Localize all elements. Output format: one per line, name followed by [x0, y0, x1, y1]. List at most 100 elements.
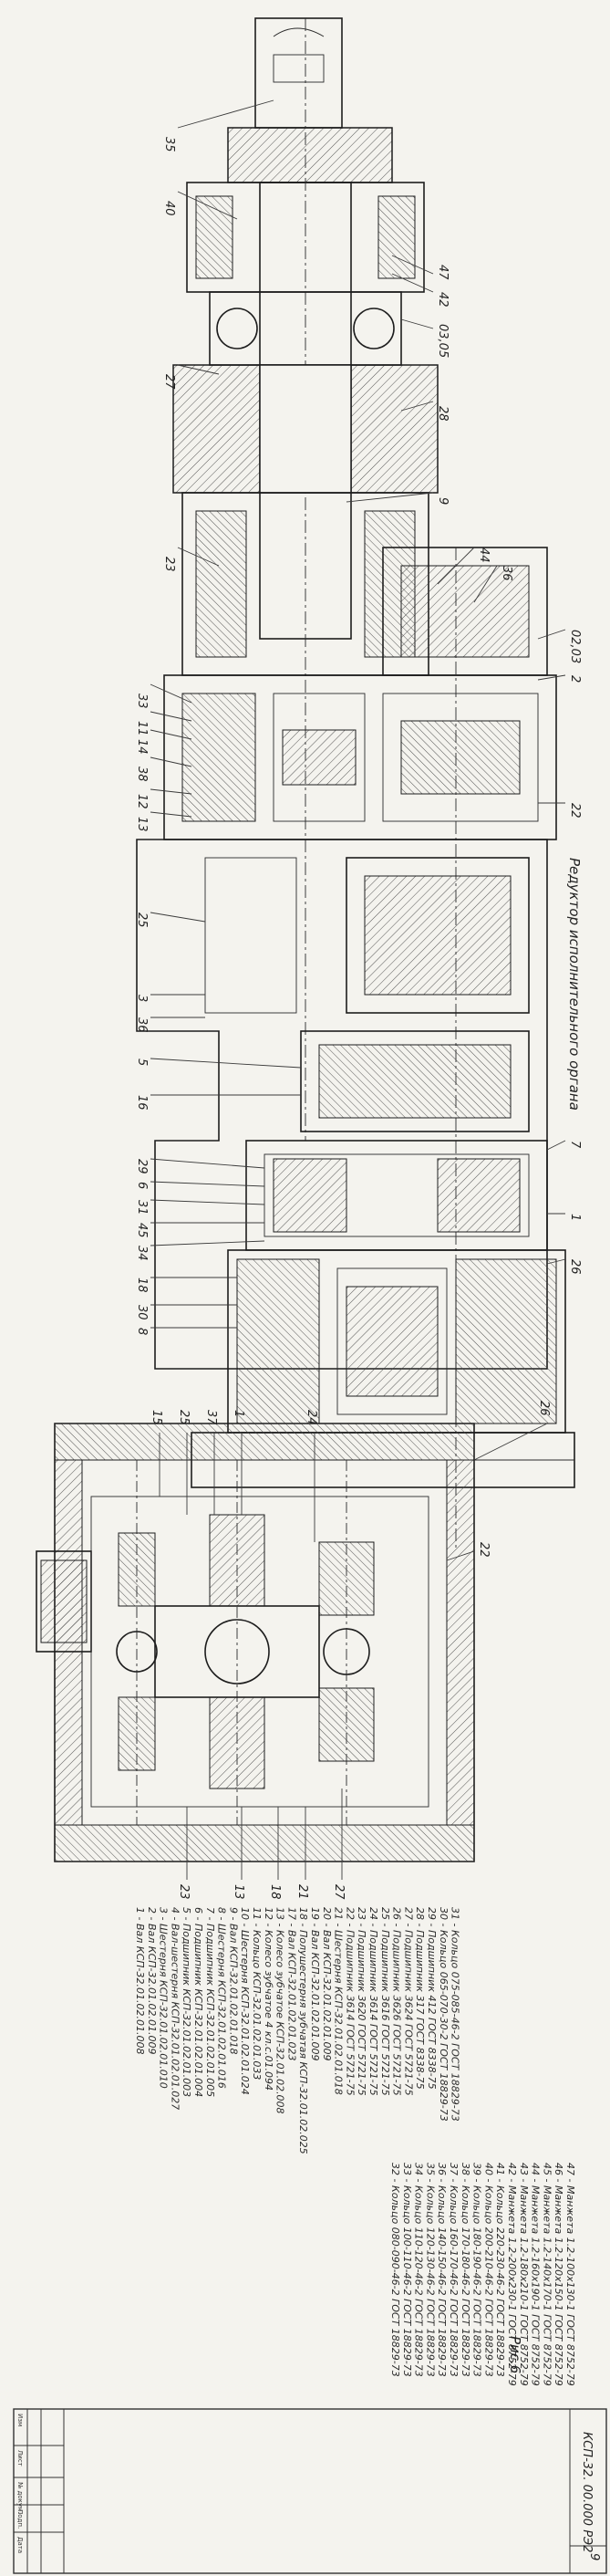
callout-label: 25 [135, 913, 149, 928]
callout: 23 [162, 547, 220, 572]
callout-label: 23 [162, 557, 176, 572]
callout: 40 [162, 191, 238, 220]
callout-label: 40 [162, 201, 176, 216]
callout-label: 34 [135, 1246, 149, 1261]
callout: 28 [400, 401, 450, 422]
callout-label: 3 [135, 995, 149, 1002]
callout-label: 5 [135, 1059, 149, 1066]
callout: 16 [135, 1094, 301, 1111]
callout-label: 27 [162, 374, 176, 390]
callout: 31 [135, 1199, 265, 1215]
callout: 24 [305, 1410, 318, 1542]
parts-list-entry: 18 - Полушестерня зубчатая КСП-32.01.02.… [297, 1907, 309, 2154]
callout: 7 [546, 1140, 582, 1151]
parts-list-entry: 41 - Кольцо 220-230-46-2 ГОСТ 18829-73 [494, 2163, 506, 2377]
callout-label: 25 [177, 1410, 191, 1425]
callout-label: 31 [135, 1200, 149, 1215]
callout-label: 15 [150, 1410, 163, 1425]
callout-label: 23 [177, 1884, 191, 1900]
gearbox-caption: Редуктор исполнительного органа [566, 858, 583, 1111]
callout-label: 18 [268, 1884, 282, 1900]
lower-callouts: 15 25 37 1 24 26 22 27 23 13 18 21 [150, 1401, 551, 1900]
callout-label: 14 [135, 739, 149, 755]
callout: 5 [135, 1058, 302, 1069]
callout-label: 13 [232, 1884, 245, 1900]
callout: 15 [150, 1410, 163, 1497]
callout: 47 [391, 255, 450, 280]
callout-label: 12 [135, 794, 149, 809]
parts-list-entry: 6 - Подшипник КСП-32.01.02.01.004 [192, 1907, 204, 2097]
callout-label: 42 [436, 292, 450, 308]
callout: 44 [437, 547, 491, 585]
callout: 33 [135, 683, 192, 709]
callout: 3 [135, 994, 205, 1002]
callout: 21 [295, 1807, 309, 1900]
callout: 2 [537, 674, 582, 683]
designation: КСП-32. 00.000 РЭ2 [580, 2432, 594, 2552]
figure-caption: Рис.6 [507, 2336, 523, 2373]
callout: 27 [162, 364, 220, 390]
tb-cell: № докум. [16, 2482, 24, 2514]
callout-label: 36 [135, 1017, 149, 1033]
callout: 25 [177, 1410, 191, 1515]
parts-list-entry: 31 - Кольцо 075-085-46-2 ГОСТ 18829-73 [450, 1907, 461, 2122]
parts-list-entry: 23 - Подшипник 3620 ГОСТ 5721-75 [356, 1907, 367, 2096]
callout: 22 [538, 802, 582, 819]
callout-label: 37 [204, 1410, 218, 1425]
callout: 37 [204, 1410, 218, 1515]
parts-list-entry: 1 - Вал КСП-32.01.02.01.008 [134, 1907, 146, 2054]
callout: 34 [135, 1240, 265, 1261]
parts-list-entry: 27 - Подшипник 3624 ГОСТ 5721-75 [402, 1907, 414, 2096]
callout-label: 44 [477, 548, 491, 563]
parts-list-entry: 39 - Кольцо 180-190-46-2 ГОСТ 18829-73 [471, 2163, 483, 2377]
callout: 8 [135, 1327, 237, 1335]
callout: 26 [546, 1258, 582, 1275]
parts-list-entry: 47 - Манжета 1.2-100x130-1 ГОСТ 8752-79 [564, 2163, 576, 2386]
callout-label: 1 [232, 1410, 245, 1417]
callout: 13 [232, 1807, 245, 1900]
callout-label: 1 [568, 1214, 582, 1221]
callout-label: 11 [135, 721, 149, 736]
parts-list-entry: 42 - Манжета 1.2-200x230-1 ГОСТ 8752-79 [506, 2163, 518, 2386]
callout-label: 29 [135, 1159, 149, 1174]
callout-label: 36 [500, 566, 513, 581]
parts-list-entry: 40 - Кольцо 200-210-46-2 ГОСТ 18829-73 [482, 2163, 494, 2377]
tb-cell: Подп. [16, 2509, 24, 2529]
callout: 30 [135, 1304, 237, 1320]
parts-list-entry: 30 - Кольцо 065-070-30-2 ГОСТ 18829-73 [438, 1907, 450, 2122]
parts-list-entry: 45 - Манжета 1.2-140x170-1 ГОСТ 8752-79 [541, 2163, 553, 2386]
parts-list-entry: 35 - Кольцо 120-130-46-2 ГОСТ 18829-73 [424, 2163, 436, 2377]
callout: 42 [391, 273, 450, 308]
callout-label: 2 [568, 675, 582, 683]
parts-list-entry: 43 - Манжета 1.2-180x210-1 ГОСТ 8752-79 [518, 2163, 530, 2386]
callout: 26 [473, 1401, 551, 1461]
callout-label: 47 [436, 265, 450, 280]
parts-list-entry: 21 - Шестерня КСП-32.01.02.01.018 [333, 1907, 345, 2095]
callout: 25 [135, 912, 206, 928]
parts-list-entry: 25 - Подшипник 3616 ГОСТ 5721-75 [379, 1907, 391, 2096]
parts-list-entry: 3 - Шестерня КСП-32.01.02.01.010 [158, 1907, 170, 2089]
parts-list-entry: 19 - Вал КСП-32.01.02.01.009 [309, 1907, 321, 2060]
upper-section-drawing [136, 17, 575, 1551]
callout-label: 13 [135, 817, 149, 832]
callout: 36 [135, 1017, 205, 1033]
callout: 35 [162, 99, 274, 152]
callout: 29 [135, 1158, 265, 1174]
parts-list-entry: 44 - Манжета 1.2-160x190-1 ГОСТ 8752-79 [530, 2163, 542, 2386]
tb-cell: Дата [16, 2537, 24, 2553]
parts-list-entry: 9 - Вал КСП-32.01.02.01.018 [227, 1907, 239, 2054]
callout-label: 21 [295, 1884, 309, 1900]
callout-label: 22 [568, 803, 582, 819]
callout: 03,05 [400, 318, 450, 358]
parts-list-entry: 17 - Вал КСП-32.01.02.01.023 [285, 1907, 297, 2060]
parts-list-entry: 36 - Кольцо 140-150-46-2 ГОСТ 18829-73 [436, 2163, 448, 2377]
callout-label: 7 [568, 1141, 582, 1149]
parts-list-entry: 11 - Кольцо КСП-32.01.02.01.033 [251, 1907, 263, 2080]
title-block: Изм Лист № докум. Подп. Дата КСП-32. 00.… [13, 2408, 607, 2574]
callout-label: 24 [305, 1410, 318, 1425]
callout-label: 9 [436, 497, 450, 505]
parts-list-entry: 2 - Вал КСП-32.01.02.01.009 [146, 1907, 158, 2054]
callout: 1 [547, 1213, 582, 1221]
